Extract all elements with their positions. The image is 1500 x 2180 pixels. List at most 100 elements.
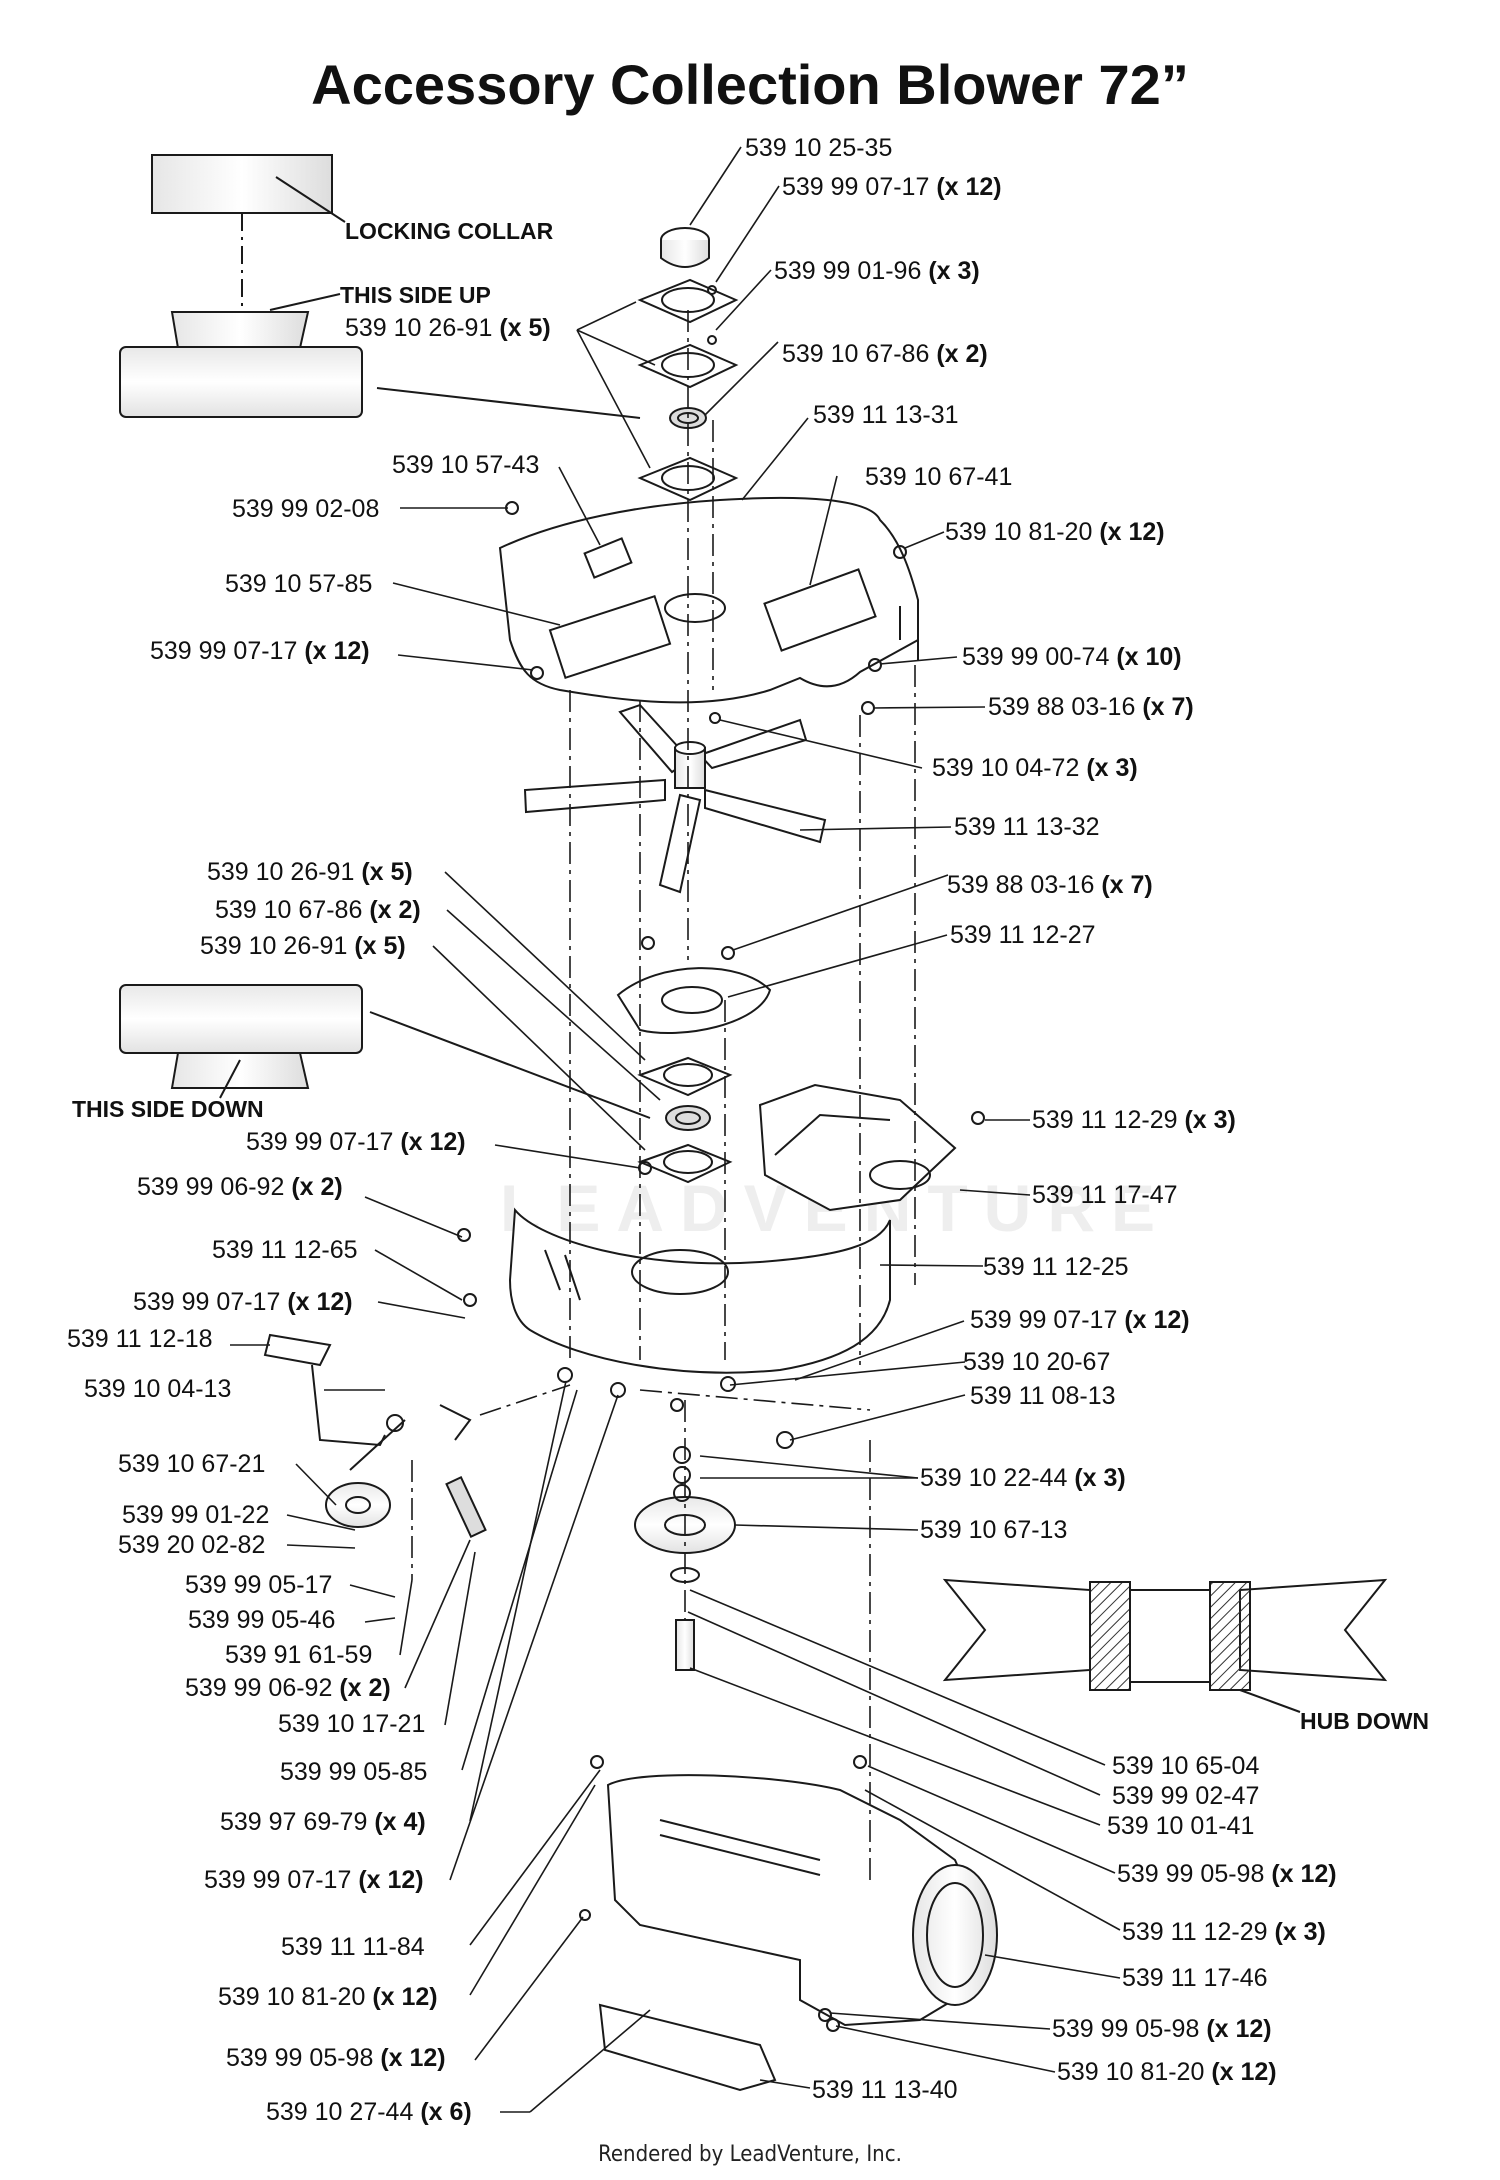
part-callout-p27: 539 11 12-25 xyxy=(983,1255,1129,1280)
part-number: 539 99 05-46 xyxy=(188,1606,336,1634)
part-quantity: (x 12) xyxy=(1124,1306,1190,1334)
part-callout-p11: 539 10 57-85 xyxy=(225,572,372,597)
part-callout-p13: 539 99 00-74 (x 10) xyxy=(962,645,1182,670)
part-callout-p17: 539 10 26-91 (x 5) xyxy=(207,860,413,885)
part-callout-p18: 539 88 03-16 (x 7) xyxy=(947,873,1153,898)
deflector-tray xyxy=(758,1083,957,1212)
part-callout-p49: 539 99 05-98 (x 12) xyxy=(1117,1862,1337,1887)
part-quantity: (x 12) xyxy=(936,173,1002,201)
note-hub-down: HUB DOWN xyxy=(1300,1708,1430,1734)
part-quantity: (x 10) xyxy=(1116,643,1182,671)
part-callout-p37: 539 10 67-13 xyxy=(920,1518,1067,1543)
bearing-drum-bottom xyxy=(119,984,651,1119)
part-quantity: (x 6) xyxy=(420,2098,472,2126)
part-number: 539 10 57-43 xyxy=(392,451,540,479)
part-callout-p34: 539 10 67-21 xyxy=(118,1452,265,1477)
part-number: 539 99 05-98 xyxy=(1052,2015,1200,2043)
idler-arm-assembly xyxy=(263,1333,487,1538)
part-number: 539 11 08-13 xyxy=(970,1382,1116,1410)
part-quantity: (x 3) xyxy=(1074,1464,1126,1492)
part-number: 539 10 22-44 xyxy=(920,1464,1068,1492)
part-callout-p45: 539 99 05-85 xyxy=(280,1760,427,1785)
part-quantity: (x 12) xyxy=(380,2044,446,2072)
part-callout-p57: 539 10 81-20 (x 12) xyxy=(1057,2060,1277,2085)
part-callout-p03: 539 99 01-96 (x 3) xyxy=(774,259,980,284)
part-number: 539 99 02-08 xyxy=(232,495,380,523)
part-callout-p06: 539 11 13-31 xyxy=(813,403,959,428)
part-callout-p04: 539 10 26-91 (x 5) xyxy=(345,316,551,341)
note-this-side-up: THIS SIDE UP xyxy=(340,282,491,308)
part-callout-p22: 539 11 12-29 (x 3) xyxy=(1032,1108,1236,1133)
part-number: 539 97 69-79 xyxy=(220,1808,368,1836)
part-callout-p59: 539 11 13-40 xyxy=(812,2078,958,2103)
part-callout-p42: 539 99 06-92 (x 2) xyxy=(185,1676,391,1701)
mid-bearing-plate xyxy=(616,967,772,1184)
part-number: 539 10 26-91 xyxy=(345,314,493,342)
part-number: 539 99 07-17 xyxy=(246,1128,394,1156)
part-quantity: (x 12) xyxy=(1211,2058,1277,2086)
part-callout-p43: 539 10 17-21 xyxy=(278,1712,425,1737)
part-quantity: (x 2) xyxy=(369,896,421,924)
part-callout-p46: 539 99 02-47 xyxy=(1112,1784,1259,1809)
part-callout-p20: 539 10 26-91 (x 5) xyxy=(200,934,406,959)
part-callout-p33: 539 11 08-13 xyxy=(970,1384,1116,1409)
part-number: 539 11 13-32 xyxy=(954,813,1100,841)
part-callout-p58: 539 10 27-44 (x 6) xyxy=(266,2100,472,2125)
part-number: 539 10 20-67 xyxy=(963,1348,1111,1376)
part-number: 539 10 17-21 xyxy=(278,1710,426,1738)
part-callout-p44: 539 10 65-04 xyxy=(1112,1754,1259,1779)
part-number: 539 88 03-16 xyxy=(947,871,1095,899)
part-number: 539 11 13-40 xyxy=(812,2076,958,2104)
part-callout-p01: 539 10 25-35 xyxy=(745,136,892,161)
part-callout-p41: 539 91 61-59 xyxy=(225,1643,372,1668)
note-this-side-down: THIS SIDE DOWN xyxy=(72,1096,264,1122)
part-callout-p05: 539 10 67-86 (x 2) xyxy=(782,342,988,367)
part-callout-p36: 539 99 01-22 xyxy=(122,1503,269,1528)
part-callout-p51: 539 11 12-29 (x 3) xyxy=(1122,1920,1326,1945)
part-number: 539 10 67-86 xyxy=(782,340,930,368)
part-callout-p47: 539 10 01-41 xyxy=(1107,1814,1254,1839)
part-number: 539 10 67-41 xyxy=(865,463,1013,491)
part-callout-p02: 539 99 07-17 (x 12) xyxy=(782,175,1002,200)
part-quantity: (x 12) xyxy=(1271,1860,1337,1888)
part-number: 539 10 65-04 xyxy=(1112,1752,1260,1780)
part-quantity: (x 12) xyxy=(287,1288,353,1316)
part-callout-p50: 539 99 07-17 (x 12) xyxy=(204,1868,424,1893)
part-callout-p09: 539 99 02-08 xyxy=(232,497,379,522)
part-callout-p25: 539 99 06-92 (x 2) xyxy=(137,1175,343,1200)
part-callout-p21: 539 11 12-27 xyxy=(950,923,1096,948)
part-callout-p39: 539 99 05-17 xyxy=(185,1573,332,1598)
assembly-center-lines xyxy=(411,310,916,1880)
part-callout-p08: 539 10 67-41 xyxy=(865,465,1012,490)
part-number: 539 20 02-82 xyxy=(118,1531,266,1559)
part-number: 539 99 07-17 xyxy=(782,173,930,201)
part-callout-p32: 539 10 04-13 xyxy=(84,1377,231,1402)
part-number: 539 99 06-92 xyxy=(185,1674,333,1702)
part-quantity: (x 12) xyxy=(1099,518,1165,546)
locking-collar xyxy=(151,154,346,310)
part-callout-p26: 539 11 12-65 xyxy=(212,1238,358,1263)
part-quantity: (x 7) xyxy=(1101,871,1153,899)
part-number: 539 99 05-85 xyxy=(280,1758,428,1786)
part-quantity: (x 2) xyxy=(936,340,988,368)
housing-pan xyxy=(508,1207,891,1374)
discharge-chute xyxy=(598,1774,998,2092)
part-quantity: (x 3) xyxy=(928,257,980,285)
part-number: 539 11 12-25 xyxy=(983,1253,1129,1281)
part-number: 539 99 06-92 xyxy=(137,1173,285,1201)
part-callout-p30: 539 11 12-18 xyxy=(67,1327,213,1352)
part-quantity: (x 3) xyxy=(1184,1106,1236,1134)
part-callout-p16: 539 11 13-32 xyxy=(954,815,1100,840)
part-callout-p52: 539 11 11-84 xyxy=(281,1935,425,1960)
diagram-title: Accessory Collection Blower 72” xyxy=(311,53,1189,116)
part-number: 539 11 13-31 xyxy=(813,401,959,429)
leader-lines xyxy=(230,146,1121,2113)
part-number: 539 10 81-20 xyxy=(1057,2058,1205,2086)
part-callout-p53: 539 11 17-46 xyxy=(1122,1966,1268,1991)
part-callout-p40: 539 99 05-46 xyxy=(188,1608,335,1633)
part-callout-p56: 539 99 05-98 (x 12) xyxy=(1052,2017,1272,2042)
part-callout-p38: 539 20 02-82 xyxy=(118,1533,265,1558)
part-quantity: (x 5) xyxy=(361,858,413,886)
